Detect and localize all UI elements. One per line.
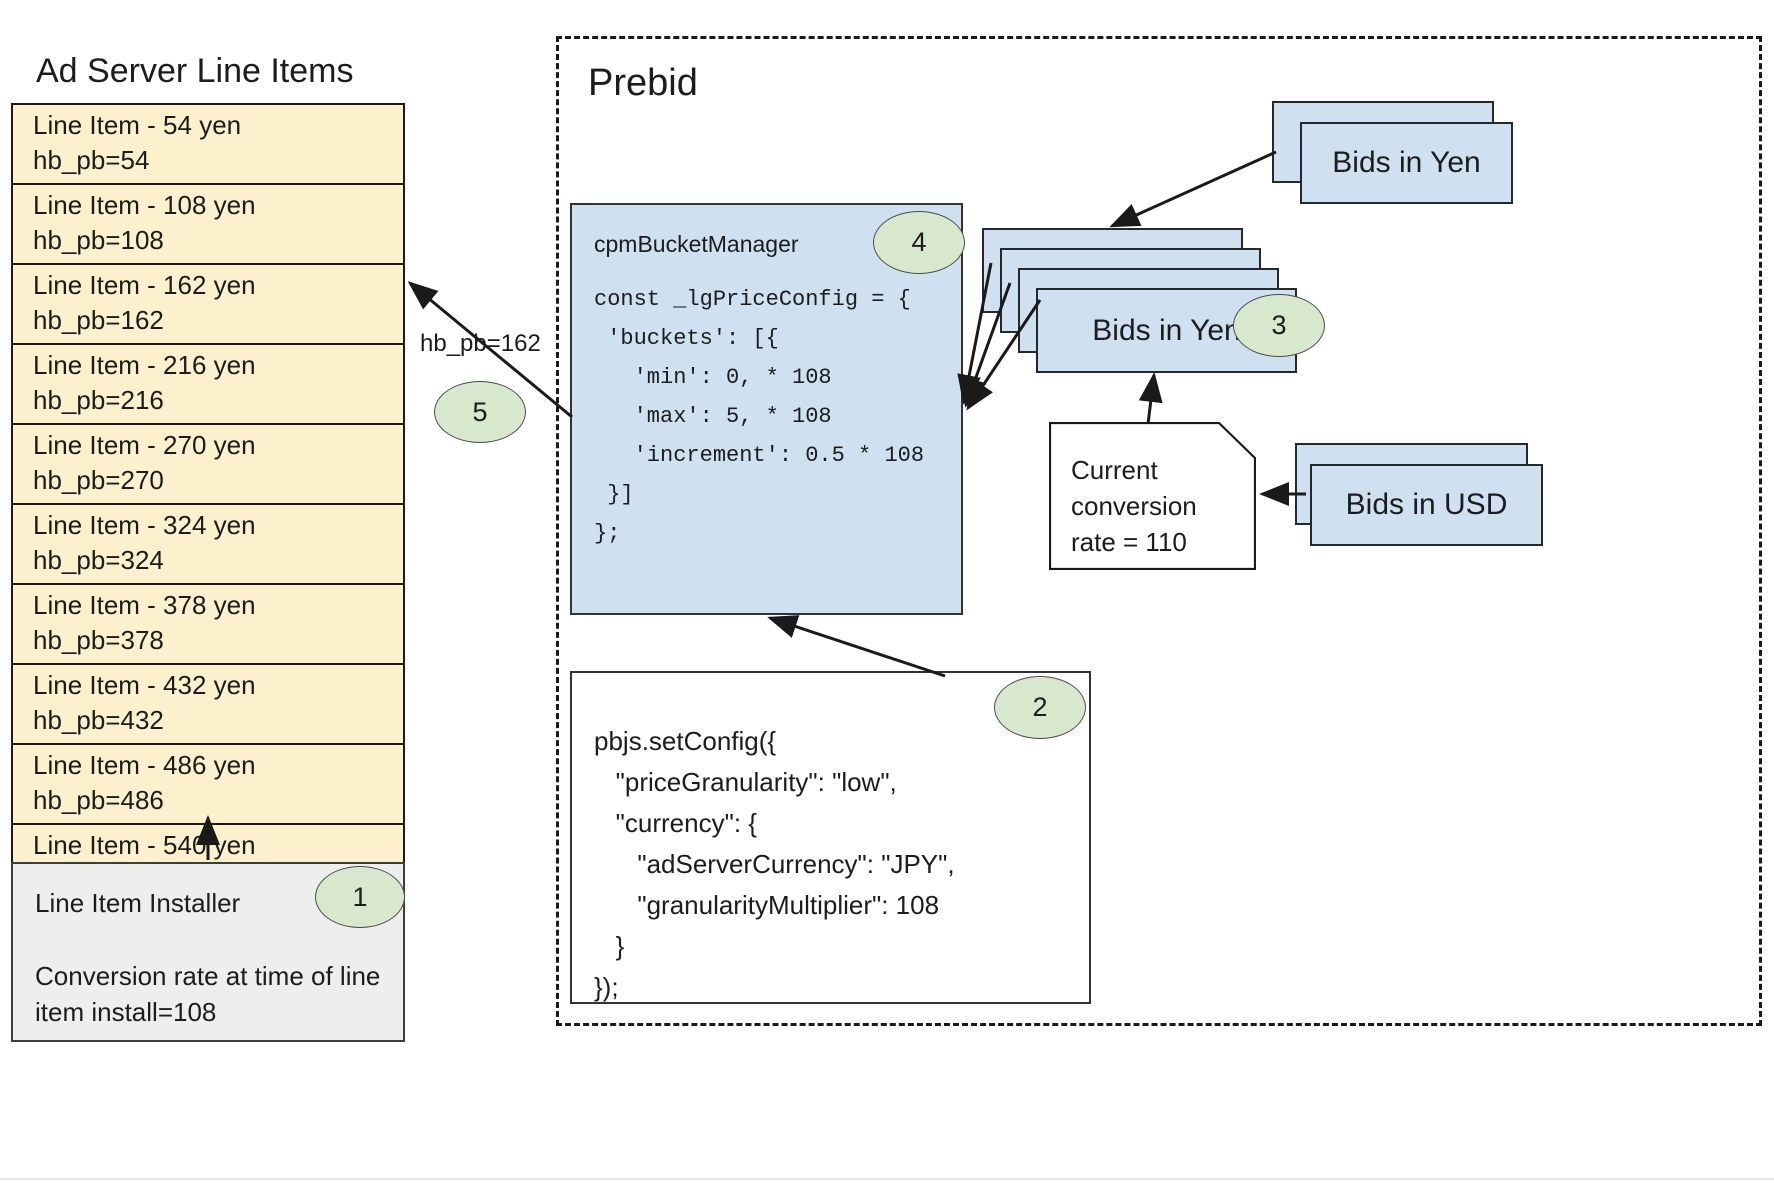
- bids-in-yen-stack-label: Bids in Yen: [1092, 313, 1241, 347]
- cpm-box-title: cpmBucketManager: [594, 231, 799, 257]
- line-item-name: Line Item - 270 yen: [33, 430, 256, 460]
- line-item-key: hb_pb=432: [33, 705, 164, 735]
- step-badge-2: 2: [994, 676, 1086, 739]
- line-item-name: Line Item - 108 yen: [33, 190, 256, 220]
- conversion-rate-text: Current conversion rate = 110: [1071, 455, 1197, 557]
- cpm-box-code: const _lgPriceConfig = { 'buckets': [{ '…: [594, 287, 925, 546]
- setconfig-code: pbjs.setConfig({ "priceGranularity": "lo…: [594, 726, 955, 1002]
- line-item-key: hb_pb=108: [33, 225, 164, 255]
- list-item: Line Item - 378 yen hb_pb=378: [13, 585, 403, 665]
- bids-in-yen-label: Bids in Yen: [1332, 146, 1481, 179]
- list-item: Line Item - 108 yen hb_pb=108: [13, 185, 403, 265]
- installer-title: Line Item Installer: [35, 888, 241, 918]
- line-item-name: Line Item - 54 yen: [33, 110, 242, 140]
- list-item: Line Item - 486 yen hb_pb=486: [13, 745, 403, 825]
- line-item-key: hb_pb=378: [33, 625, 164, 655]
- line-item-key: hb_pb=162: [33, 305, 164, 335]
- prebid-title: Prebid: [588, 62, 698, 104]
- step-badge-4-label: 4: [911, 227, 927, 257]
- list-item: Line Item - 216 yen hb_pb=216: [13, 345, 403, 425]
- line-item-name: Line Item - 216 yen: [33, 350, 256, 380]
- list-item: Line Item - 162 yen hb_pb=162: [13, 265, 403, 345]
- step-badge-1-label: 1: [352, 881, 368, 912]
- bids-in-usd-card: Bids in USD: [1310, 464, 1543, 546]
- installer-note: Conversion rate at time of line item ins…: [35, 961, 381, 1027]
- cpm-bucket-manager-box: cpmBucketManager const _lgPriceConfig = …: [570, 203, 963, 615]
- step-badge-1: 1: [315, 866, 405, 928]
- conversion-rate-note: Current conversion rate = 110: [1049, 422, 1256, 570]
- step-badge-2-label: 2: [1032, 692, 1048, 722]
- list-item: Line Item - 324 yen hb_pb=324: [13, 505, 403, 585]
- line-item-name: Line Item - 162 yen: [33, 270, 256, 300]
- line-item-name: Line Item - 486 yen: [33, 750, 256, 780]
- page-bottom-divider: [0, 1178, 1774, 1180]
- step-badge-4: 4: [873, 211, 965, 274]
- line-item-key: hb_pb=54: [33, 145, 150, 175]
- step-badge-3-label: 3: [1271, 310, 1287, 340]
- list-item: Line Item - 432 yen hb_pb=432: [13, 665, 403, 745]
- line-item-name: Line Item - 324 yen: [33, 510, 256, 540]
- note-shape-icon: [1049, 422, 1256, 570]
- line-item-name: Line Item - 540 yen: [33, 830, 256, 860]
- line-item-list: Line Item - 54 yen hb_pb=54 Line Item - …: [11, 103, 405, 905]
- page-title: Ad Server Line Items: [36, 52, 354, 90]
- edge-label-hb-pb: hb_pb=162: [420, 330, 541, 357]
- line-item-name: Line Item - 432 yen: [33, 670, 256, 700]
- bids-in-yen-card: Bids in Yen: [1300, 122, 1513, 204]
- line-item-key: hb_pb=324: [33, 545, 164, 575]
- line-item-key: hb_pb=486: [33, 785, 164, 815]
- step-badge-5: 5: [434, 381, 526, 443]
- line-item-key: hb_pb=270: [33, 465, 164, 495]
- line-item-name: Line Item - 378 yen: [33, 590, 256, 620]
- step-badge-5-label: 5: [472, 396, 488, 427]
- prebid-boundary: [556, 36, 1762, 1026]
- bids-in-usd-label: Bids in USD: [1345, 488, 1508, 521]
- list-item: Line Item - 270 yen hb_pb=270: [13, 425, 403, 505]
- list-item: Line Item - 54 yen hb_pb=54: [13, 105, 403, 185]
- step-badge-3: 3: [1233, 294, 1325, 357]
- line-item-key: hb_pb=216: [33, 385, 164, 415]
